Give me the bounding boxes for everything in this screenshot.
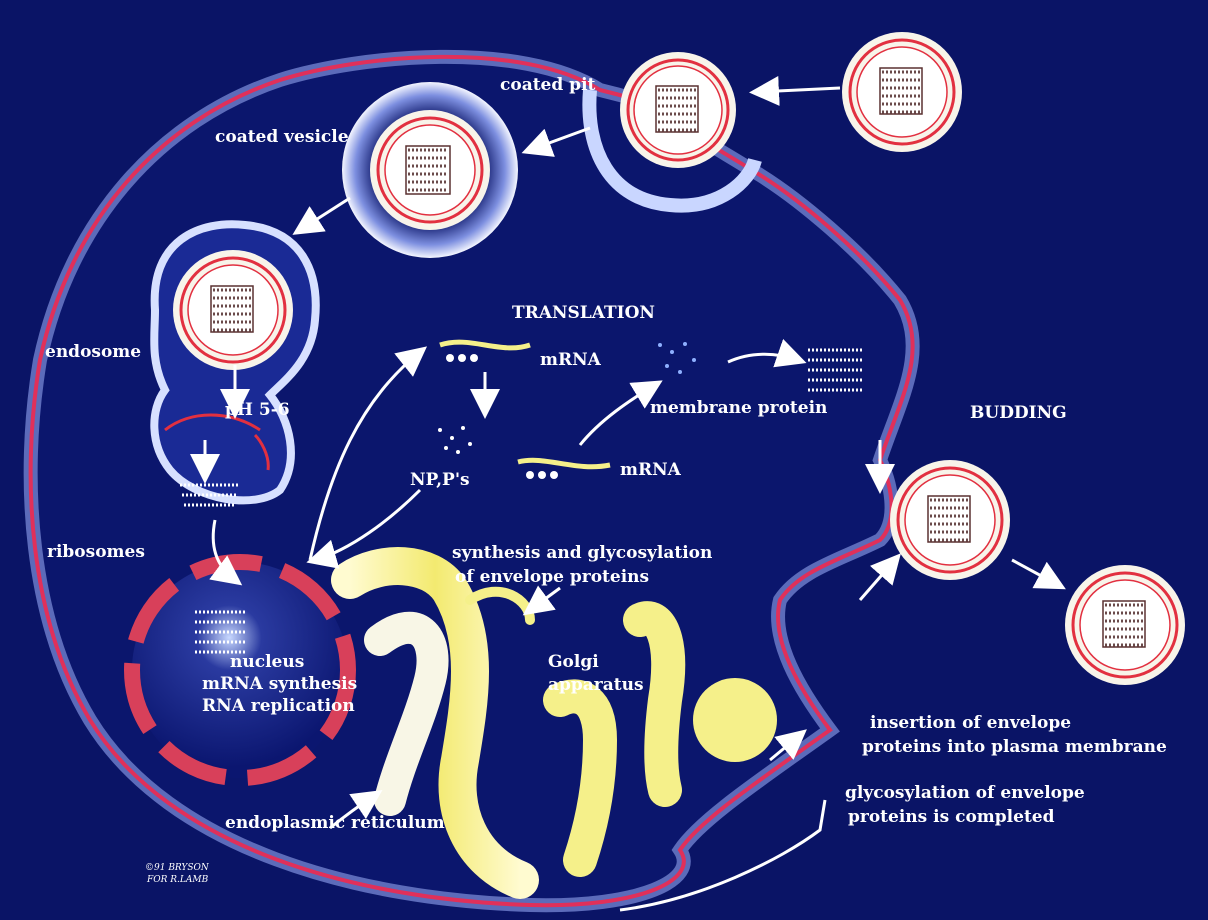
label-er: endoplasmic reticulum xyxy=(225,813,445,833)
label-glyco-2: proteins is completed xyxy=(848,807,1055,827)
label-nucleus-1: nucleus xyxy=(230,652,304,672)
label-translation: TRANSLATION xyxy=(512,303,655,323)
label-glyco-1: glycosylation of envelope xyxy=(845,783,1085,803)
label-endosome: endosome xyxy=(45,342,141,362)
label-membrane-protein: membrane protein xyxy=(650,398,827,418)
label-nucleus-3: RNA replication xyxy=(202,696,355,716)
label-nucleus-2: mRNA synthesis xyxy=(202,674,357,694)
label-synthesis-2: of envelope proteins xyxy=(455,567,649,587)
label-insertion-1: insertion of envelope xyxy=(870,713,1071,733)
label-ph: pH 5-6 xyxy=(225,400,290,420)
virion-released xyxy=(1065,565,1185,685)
virion-pit xyxy=(620,52,736,168)
artist-signature-2: FOR R.LAMB xyxy=(146,875,209,885)
label-golgi-2: apparatus xyxy=(548,675,644,695)
label-insertion-2: proteins into plasma membrane xyxy=(862,737,1167,757)
label-synthesis-1: synthesis and glycosylation xyxy=(452,543,712,563)
label-coated-pit: coated pit xyxy=(500,75,596,95)
label-golgi-1: Golgi xyxy=(548,652,599,672)
label-np-ps: NP,P's xyxy=(410,470,470,490)
endosome xyxy=(154,224,316,505)
coated-vesicle xyxy=(342,82,518,258)
label-coated-vesicle: coated vesicle xyxy=(215,127,349,147)
virion-free-top xyxy=(842,32,962,152)
label-budding: BUDDING xyxy=(970,403,1067,423)
artist-signature-1: ©91 BRYSON xyxy=(145,863,210,873)
virion-budding xyxy=(890,460,1010,580)
label-ribosomes: ribosomes xyxy=(47,542,145,562)
label-mrna-mid: mRNA xyxy=(620,460,682,480)
label-mrna-top: mRNA xyxy=(540,350,602,370)
